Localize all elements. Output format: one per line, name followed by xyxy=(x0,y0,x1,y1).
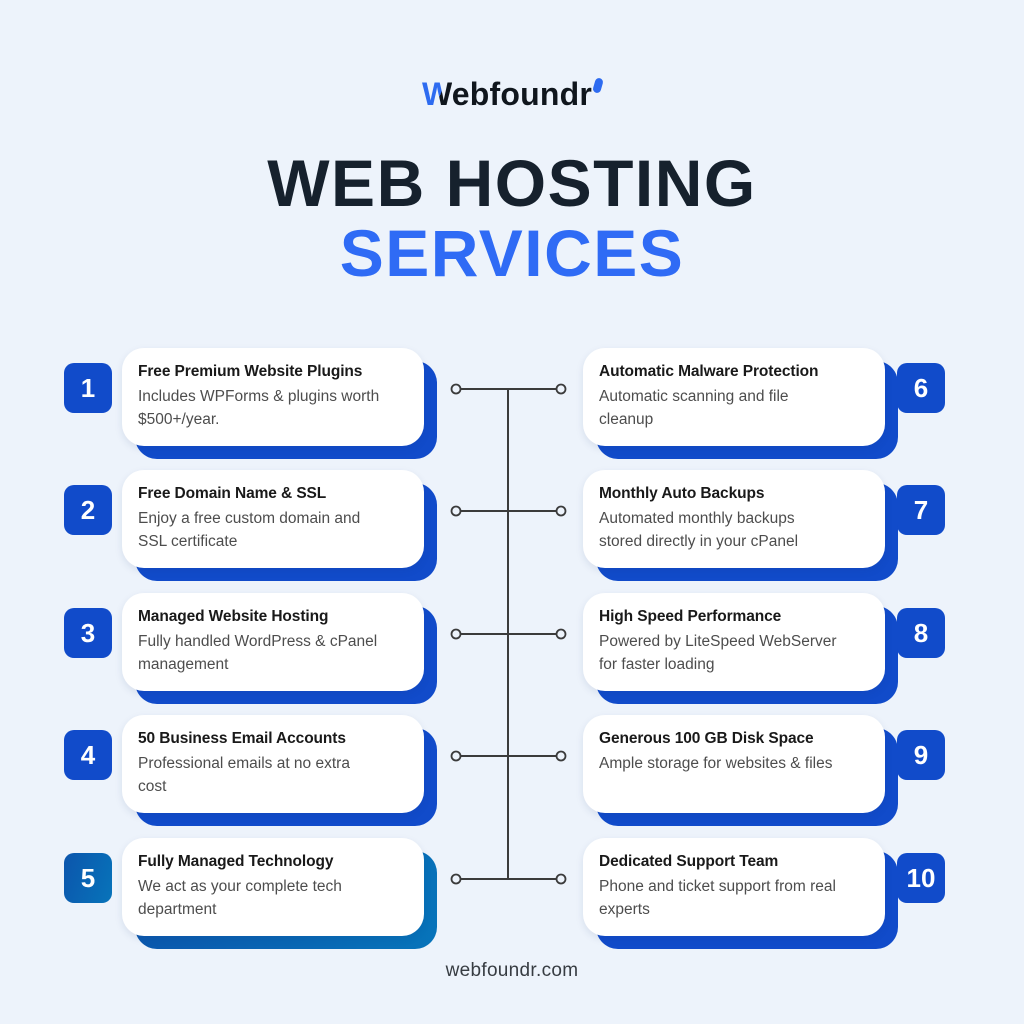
service-row-7: 7 Monthly Auto Backups Automated monthly… xyxy=(583,470,958,586)
service-row-9: 9 Generous 100 GB Disk Space Ample stora… xyxy=(583,715,958,831)
card-title: Monthly Auto Backups xyxy=(599,485,765,502)
service-row-1: 1 Free Premium Website Plugins Includes … xyxy=(64,348,439,464)
card-description: Includes WPForms & plugins worth $500+/y… xyxy=(138,388,380,428)
card-number-badge: 6 xyxy=(897,363,945,413)
card-title: Managed Website Hosting xyxy=(138,608,329,625)
card-description: Powered by LiteSpeed WebServer for faste… xyxy=(599,633,837,673)
card-number-badge: 2 xyxy=(64,485,112,535)
card-number-badge: 1 xyxy=(64,363,112,413)
card-description: Professional emails at no extra cost xyxy=(138,755,350,795)
logo-letter-w: W xyxy=(421,76,452,112)
card-title: 50 Business Email Accounts xyxy=(138,730,346,747)
page-title-line1: WEB HOSTING xyxy=(267,146,757,220)
page-title-line2: SERVICES xyxy=(339,216,685,290)
service-card: Free Premium Website Plugins Includes WP… xyxy=(122,348,424,446)
card-description: Enjoy a free custom domain and SSL certi… xyxy=(138,510,361,550)
service-card: Dedicated Support Team Phone and ticket … xyxy=(583,838,885,936)
service-card: Fully Managed Technology We act as your … xyxy=(122,838,424,936)
card-title: Generous 100 GB Disk Space xyxy=(599,730,814,747)
service-card: Free Domain Name & SSL Enjoy a free cust… xyxy=(122,470,424,568)
logo-accent-mark-icon xyxy=(592,77,604,94)
service-row-8: 8 High Speed Performance Powered by Lite… xyxy=(583,593,958,709)
card-number-badge: 3 xyxy=(64,608,112,658)
timeline-connector xyxy=(450,383,567,885)
card-number-badge: 8 xyxy=(897,608,945,658)
service-row-6: 6 Automatic Malware Protection Automatic… xyxy=(583,348,958,464)
card-description: Fully handled WordPress & cPanel managem… xyxy=(138,633,378,673)
service-row-3: 3 Managed Website Hosting Fully handled … xyxy=(64,593,439,709)
service-card: High Speed Performance Powered by LiteSp… xyxy=(583,593,885,691)
service-card: 50 Business Email Accounts Professional … xyxy=(122,715,424,813)
logo-text: ebfoundr xyxy=(451,76,593,112)
card-number-badge: 4 xyxy=(64,730,112,780)
card-description: Automated monthly backups stored directl… xyxy=(599,510,799,550)
card-number-badge: 10 xyxy=(897,853,945,903)
card-title: High Speed Performance xyxy=(599,608,782,625)
service-card: Managed Website Hosting Fully handled Wo… xyxy=(122,593,424,691)
card-title: Free Domain Name & SSL xyxy=(138,485,327,502)
card-description: We act as your complete tech department xyxy=(138,878,342,918)
card-description: Phone and ticket support from real exper… xyxy=(599,878,836,918)
brand-logo: Webfoundr xyxy=(0,76,1024,113)
card-title: Automatic Malware Protection xyxy=(599,363,819,380)
service-row-4: 4 50 Business Email Accounts Professiona… xyxy=(64,715,439,831)
footer-website-url: webfoundr.com xyxy=(445,960,579,981)
card-number-badge: 9 xyxy=(897,730,945,780)
service-card: Generous 100 GB Disk Space Ample storage… xyxy=(583,715,885,813)
service-row-10: 10 Dedicated Support Team Phone and tick… xyxy=(583,838,958,954)
card-title: Free Premium Website Plugins xyxy=(138,363,363,380)
service-row-5: 5 Fully Managed Technology We act as you… xyxy=(64,838,439,954)
service-card: Monthly Auto Backups Automated monthly b… xyxy=(583,470,885,568)
card-description: Automatic scanning and file cleanup xyxy=(599,388,789,428)
service-card: Automatic Malware Protection Automatic s… xyxy=(583,348,885,446)
card-title: Dedicated Support Team xyxy=(599,853,779,870)
service-row-2: 2 Free Domain Name & SSL Enjoy a free cu… xyxy=(64,470,439,586)
card-title: Fully Managed Technology xyxy=(138,853,334,870)
card-description: Ample storage for websites & files xyxy=(599,755,833,772)
card-number-badge: 7 xyxy=(897,485,945,535)
card-number-badge: 5 xyxy=(64,853,112,903)
